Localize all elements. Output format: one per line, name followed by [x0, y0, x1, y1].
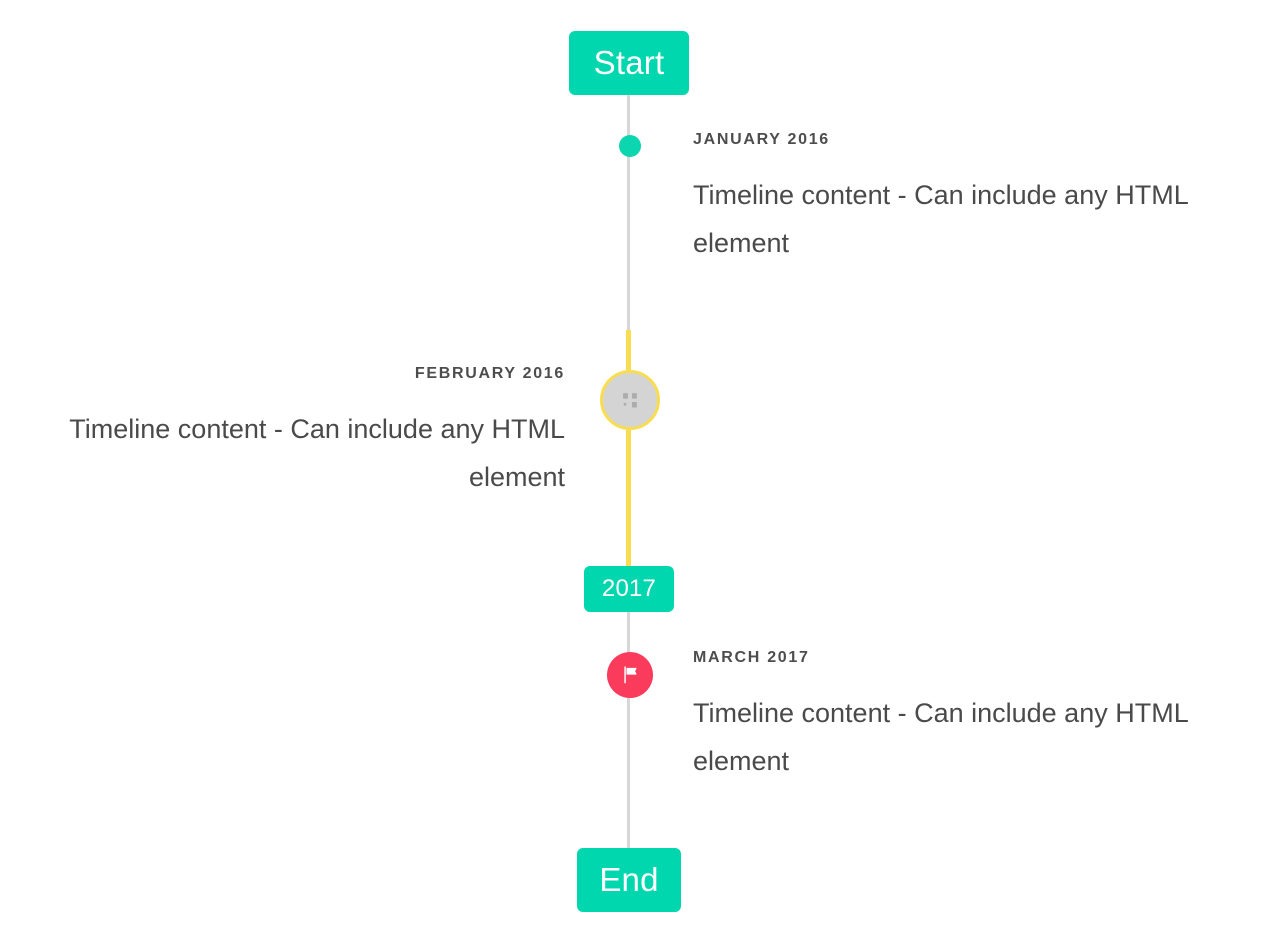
- timeline-end-badge[interactable]: End: [577, 848, 681, 912]
- timeline-entry-february: FEBRUARY 2016 Timeline content - Can inc…: [38, 365, 565, 501]
- timeline-start-badge[interactable]: Start: [569, 31, 689, 95]
- timeline-entry-january: JANUARY 2016 Timeline content - Can incl…: [693, 131, 1233, 267]
- flag-icon: [624, 666, 637, 684]
- timeline-rail-top: [627, 95, 630, 330]
- timeline-rail-bottom: [627, 612, 630, 852]
- timeline-entry-date: MARCH 2017: [693, 649, 810, 666]
- timeline-marker-dot[interactable]: [619, 135, 641, 157]
- broken-image-icon: [622, 392, 637, 408]
- timeline-entry-date: JANUARY 2016: [693, 131, 830, 148]
- timeline-marker-flag[interactable]: [607, 652, 653, 698]
- timeline-entry-march: MARCH 2017 Timeline content - Can includ…: [693, 649, 1233, 785]
- timeline-entry-content: Timeline content - Can include any HTML …: [69, 413, 565, 492]
- timeline-marker-broken-image[interactable]: [600, 370, 660, 430]
- timeline-rail-highlight: [626, 330, 631, 566]
- timeline-entry-content: Timeline content - Can include any HTML …: [693, 697, 1188, 776]
- timeline-entry-date: FEBRUARY 2016: [414, 365, 565, 382]
- timeline-middle-badge[interactable]: 2017: [584, 566, 674, 612]
- timeline-entry-content: Timeline content - Can include any HTML …: [693, 179, 1188, 258]
